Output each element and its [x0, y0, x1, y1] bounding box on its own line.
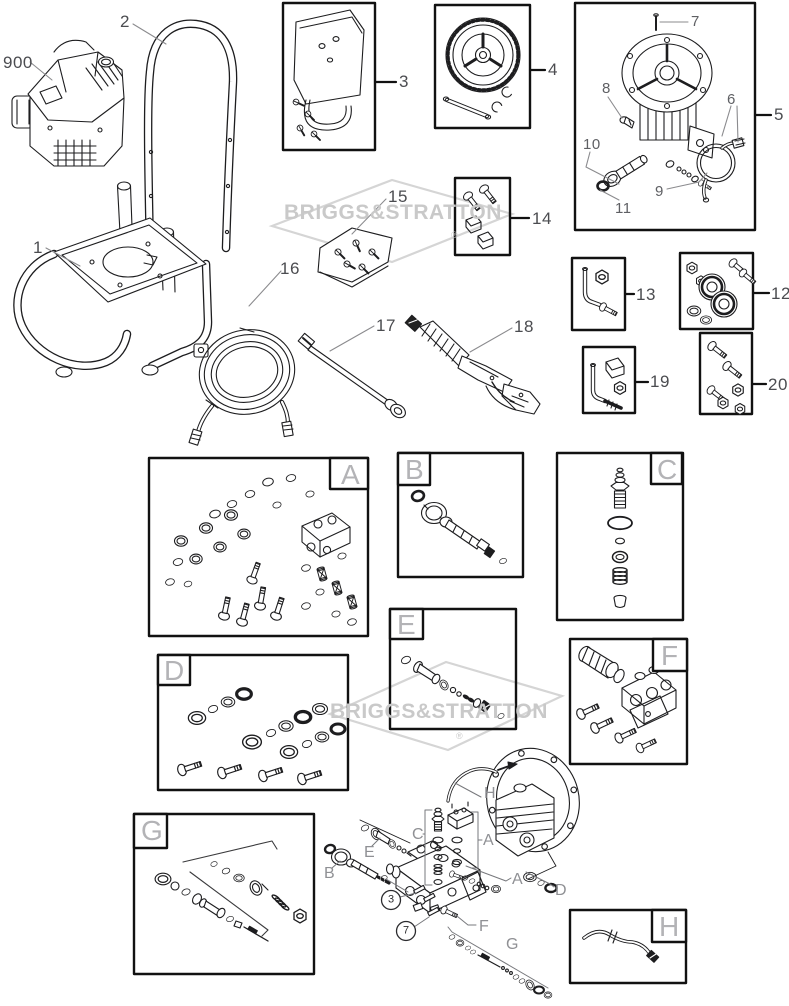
- wand-art: [297, 332, 406, 419]
- callout-d: D: [555, 882, 567, 899]
- part-label-9: 9: [655, 183, 664, 200]
- part-label-14: 14: [532, 209, 552, 228]
- box-label-e: E: [397, 609, 416, 640]
- part-label-12: 12: [771, 284, 789, 303]
- part-label-13: 13: [636, 285, 656, 304]
- registered-mark: ®: [451, 230, 458, 240]
- part-label-15: 15: [388, 187, 408, 206]
- kit-g-art: [132, 812, 316, 976]
- part-label-16: 16: [280, 259, 300, 278]
- box-label-b: B: [405, 454, 424, 485]
- kit-f-art: [568, 637, 689, 766]
- spray-gun-art: [404, 314, 541, 415]
- hardware-kit-14-art: [453, 176, 512, 257]
- registered-mark: ®: [456, 731, 463, 741]
- part-label-5: 5: [774, 105, 784, 124]
- box-label-g: G: [141, 815, 163, 846]
- part-label-10: 10: [583, 136, 601, 153]
- part-label-900: 900: [3, 53, 33, 72]
- callout-f: F: [479, 918, 489, 935]
- part-label-8: 8: [602, 80, 611, 97]
- kit-h-art: [568, 908, 688, 985]
- kit-e-art: [388, 607, 518, 731]
- frame-art: [13, 181, 213, 378]
- kit-c-art: [555, 451, 685, 622]
- box-leader-lines: [373, 68, 773, 386]
- engine-art: [11, 39, 125, 167]
- box-label-f: F: [661, 640, 679, 671]
- brand-watermark-text: BRIGGS&STRATTON: [284, 201, 502, 224]
- bushing-kit-12-art: [678, 251, 758, 331]
- part-label-2: 2: [120, 12, 130, 31]
- callout-a-right: A: [512, 871, 523, 888]
- part-label-17: 17: [376, 316, 396, 335]
- bracket-plate-art: [281, 1, 377, 152]
- callout-brackets: [331, 782, 555, 989]
- box-label-h: H: [659, 911, 680, 942]
- callout-circled-3: 3: [387, 893, 395, 906]
- leader-lines: [29, 21, 739, 353]
- callout-h: H: [484, 785, 496, 802]
- brand-watermark-text: BRIGGS&STRATTON: [330, 700, 548, 723]
- callout-a-top: A: [483, 832, 494, 849]
- box-label-a: A: [341, 459, 360, 490]
- part-label-11: 11: [615, 200, 632, 217]
- callout-b: B: [324, 865, 335, 882]
- part-label-19: 19: [650, 372, 670, 391]
- callout-circled-7: 7: [402, 924, 410, 937]
- tube-kit-13-art: [570, 256, 627, 332]
- part-label-1: 1: [33, 238, 43, 257]
- tube-kit-19-art: [581, 345, 637, 415]
- part-label-7: 7: [691, 13, 700, 30]
- kit-b-art: [396, 451, 525, 579]
- callout-g: G: [506, 936, 519, 953]
- circled-callouts: [380, 889, 417, 942]
- box-letter-tabs: [132, 451, 689, 944]
- wheel-art: [433, 3, 532, 130]
- part-label-20: 20: [768, 375, 788, 394]
- handle-art: [143, 19, 238, 257]
- part-label-3: 3: [399, 72, 409, 91]
- panel-art: [317, 227, 393, 288]
- box-label-c: C: [657, 454, 678, 485]
- part-label-4: 4: [548, 60, 558, 79]
- kit-a-art: [147, 456, 370, 638]
- part-label-18: 18: [514, 317, 534, 336]
- part-label-6: 6: [727, 91, 736, 108]
- callout-e: E: [364, 844, 375, 861]
- fastener-kit-20-art: [698, 331, 754, 416]
- kit-d-art: [156, 653, 350, 792]
- pump-assembly-art: [573, 1, 757, 232]
- central-exploded-assembly-art: [323, 747, 580, 999]
- hose-art: [188, 327, 296, 446]
- callout-c: C: [412, 826, 424, 843]
- box-label-d: D: [164, 655, 185, 686]
